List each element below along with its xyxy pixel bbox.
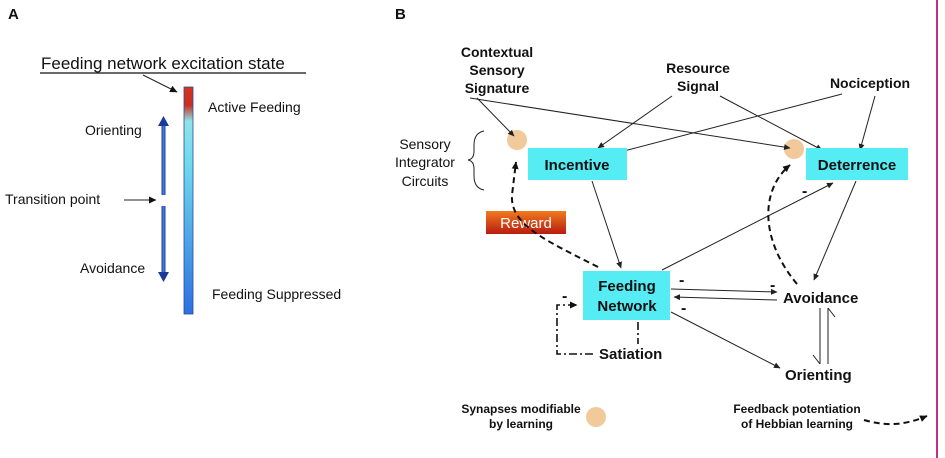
reward-feedback-dashed-arrow xyxy=(510,161,599,268)
svg-text:by learning: by learning xyxy=(489,417,553,431)
svg-text:Feeding: Feeding xyxy=(598,278,656,295)
avoidance-label-b: Avoidance xyxy=(783,290,858,307)
contextual-sensory-signature-label: Contextual Sensory Signature xyxy=(461,44,533,96)
svg-text:-: - xyxy=(802,183,807,200)
orienting-label: Orienting xyxy=(85,122,142,138)
avoidance-label-a: Avoidance xyxy=(80,260,145,276)
input-arrows xyxy=(469,93,876,159)
nociception-label: Nociception xyxy=(830,75,910,91)
legend-synapse-circle xyxy=(586,407,606,427)
title-pointer-arrow xyxy=(142,74,178,93)
avoidance-feedback-dashed-arrow xyxy=(767,164,798,285)
inhibition-signs: - - - - - xyxy=(562,183,807,317)
sensory-integrator-label: Sensory Integrator Circuits xyxy=(395,136,455,189)
panel-a-label: A xyxy=(8,6,19,23)
svg-text:Circuits: Circuits xyxy=(402,173,449,189)
satiation-feedback-loop xyxy=(556,301,593,355)
svg-text:Synapses modifiable: Synapses modifiable xyxy=(461,402,581,416)
incentive-label: Incentive xyxy=(544,157,609,174)
reward-box xyxy=(486,211,566,234)
active-feeding-label: Active Feeding xyxy=(208,99,301,115)
deterrence-synapse-circle xyxy=(784,139,804,159)
svg-text:-: - xyxy=(679,272,684,289)
svg-text:Signature: Signature xyxy=(465,80,530,96)
svg-text:Contextual: Contextual xyxy=(461,44,533,60)
feeding-network-box xyxy=(583,271,670,320)
orienting-label-b: Orienting xyxy=(785,367,852,384)
feeding-suppressed-label: Feeding Suppressed xyxy=(212,286,341,302)
network-arrows xyxy=(591,180,857,369)
svg-text:Signal: Signal xyxy=(677,78,719,94)
svg-text:of Hebbian learning: of Hebbian learning xyxy=(741,417,853,431)
incentive-synapse-circle xyxy=(507,130,527,150)
resource-signal-label: Resource Signal xyxy=(666,60,730,94)
svg-text:Network: Network xyxy=(597,298,657,315)
svg-text:Sensory: Sensory xyxy=(399,136,450,152)
deterrence-label: Deterrence xyxy=(818,157,896,174)
feeding-network-label: Feeding Network xyxy=(597,278,657,315)
svg-text:-: - xyxy=(562,288,567,305)
svg-text:Resource: Resource xyxy=(666,60,730,76)
incentive-box xyxy=(528,148,627,180)
svg-text:Integrator: Integrator xyxy=(395,154,455,170)
legend-feedback-text: Feedback potentiation of Hebbian learnin… xyxy=(733,402,860,431)
deterrence-box xyxy=(806,148,908,180)
transition-point-label: Transition point xyxy=(5,191,100,207)
legend-synapse-text: Synapses modifiable by learning xyxy=(461,402,581,431)
satiation-label: Satiation xyxy=(599,346,662,363)
avoidance-range-arrow xyxy=(158,206,169,282)
panel-b-label: B xyxy=(395,6,406,23)
svg-text:-: - xyxy=(681,300,686,317)
svg-text:Feedback potentiation: Feedback potentiation xyxy=(733,402,860,416)
svg-text:Sensory: Sensory xyxy=(469,62,524,78)
legend-feedback-dashed-arrow xyxy=(863,415,928,426)
reward-label: Reward xyxy=(500,215,552,232)
svg-text:-: - xyxy=(770,277,775,294)
integrator-brace xyxy=(467,130,485,191)
excitation-gradient-bar xyxy=(183,86,194,315)
orienting-range-arrow xyxy=(158,116,169,195)
excitation-title: Feeding network excitation state xyxy=(41,54,285,73)
